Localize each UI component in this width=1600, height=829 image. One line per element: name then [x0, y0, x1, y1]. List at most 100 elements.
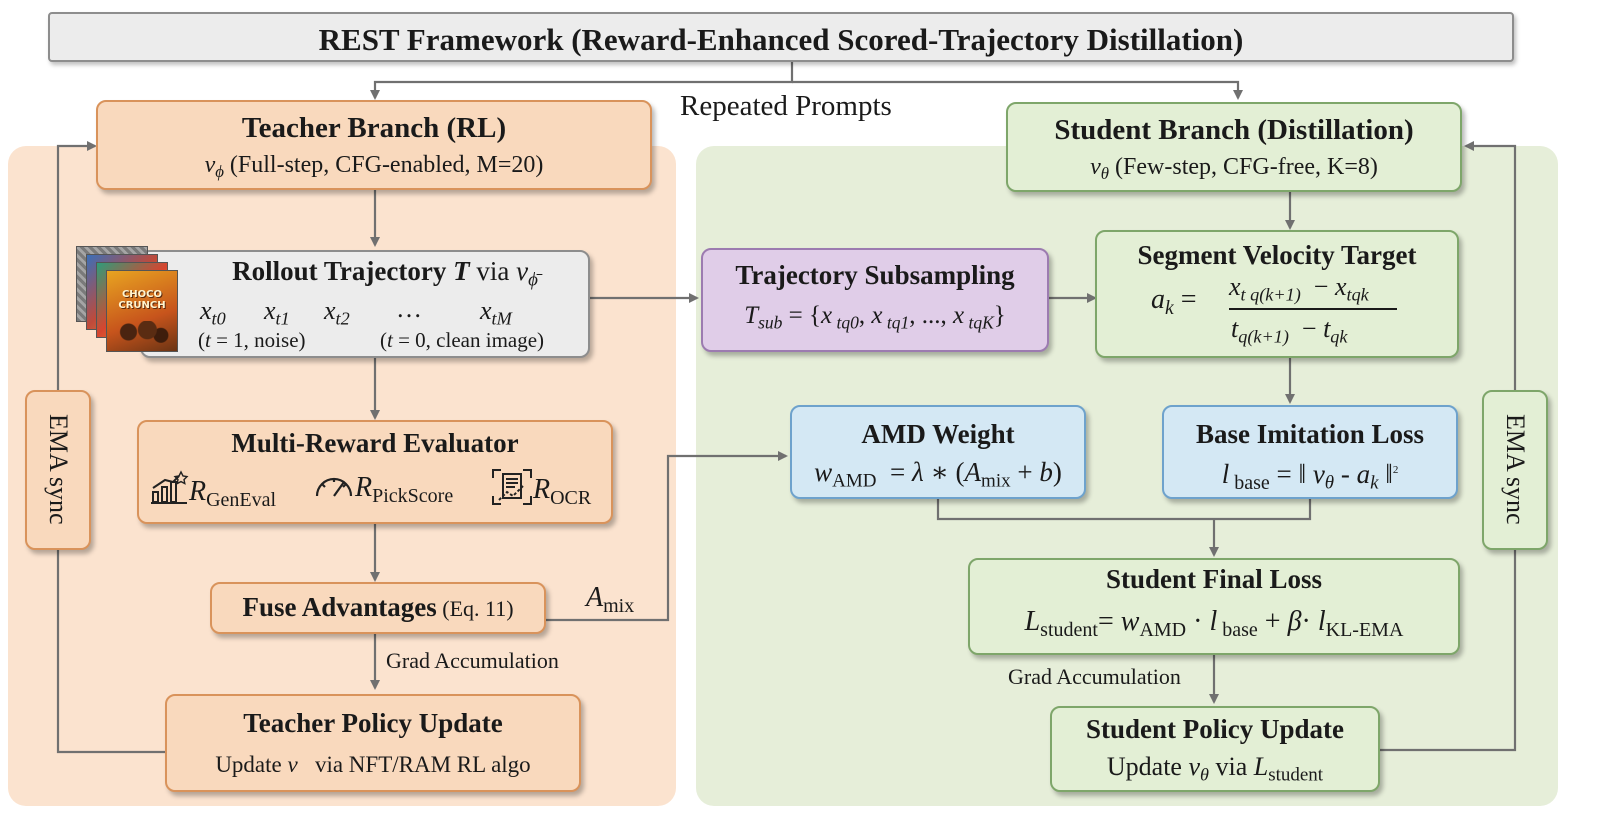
teacher-model-symbol-sub: ϕ [215, 162, 224, 182]
rollout-via: via [469, 256, 517, 286]
scan-document-icon [492, 469, 532, 505]
student-update-via: via [1208, 752, 1254, 781]
x-tm-base: x [480, 296, 492, 325]
noise-note-t: t [205, 328, 211, 352]
student-model-symbol: v [1090, 154, 1101, 180]
student-policy-update-desc: Update vθ via Lstudent [1052, 752, 1378, 787]
r-pickscore-sub: PickScore [372, 485, 454, 507]
teacher-branch-config: (Full-step, CFG-enabled, M=20) [229, 152, 544, 178]
teacher-grad-accumulation: Grad Accumulation [386, 648, 559, 673]
rollout-v-sub: ϕ̄ [528, 269, 538, 291]
clean-note-t: t [387, 328, 393, 352]
beta-symbol: β [1287, 606, 1302, 637]
rollout-trajectory-box: Rollout Trajectory T via vϕ̄ xt0 xt1 xt2… [140, 250, 590, 358]
segment-lhs: ak = [1151, 284, 1197, 320]
bar-chart-star-icon [151, 470, 189, 504]
base-loss-minus: - [1334, 459, 1357, 489]
den-t-a-sub: q(k+1) [1238, 326, 1289, 347]
base-loss-formula: l base = ‖ vθ - ak ‖2 [1164, 459, 1456, 495]
r-geneval-symbol: R [189, 476, 207, 507]
base-a-sub: k [1370, 472, 1379, 494]
clean-image-thumb: CHOCO CRUNCH [106, 270, 178, 352]
segment-eq: = [1173, 284, 1197, 315]
x-tq1-sub: tq1 [882, 312, 910, 333]
amd-weight-title: AMD Weight [861, 419, 1015, 449]
student-update-L: L [1253, 752, 1269, 781]
subsampling-ellipsis: , ..., [909, 302, 953, 329]
fuse-advantages-text: Fuse Advantages (Eq. 11) [212, 592, 544, 623]
student-update-v: v [1188, 752, 1201, 781]
rollout-v: v [516, 256, 529, 286]
l-base-symbol: l [1221, 459, 1230, 489]
teacher-policy-update-box: Teacher Policy Update Update v via NFT/R… [165, 694, 581, 792]
amd-plus: + [1010, 457, 1040, 487]
segment-velocity-target-box: Segment Velocity Target ak = xt q(k+1) −… [1095, 230, 1459, 358]
amd-a-symbol: A [964, 457, 982, 487]
x-t1-base: x [264, 296, 276, 325]
reward-geneval: RGenEval [149, 470, 276, 512]
student-model-symbol-sub: θ [1100, 164, 1110, 184]
x-t1: xt1 [264, 296, 290, 329]
trajectory-subsampling-box: Trajectory Subsampling Tsub = {x tq0, x … [701, 248, 1049, 352]
base-loss-square: 2 [1392, 464, 1399, 476]
subsampling-formula: Tsub = {x tq0, x tq1, ..., x tqK} [744, 302, 1006, 333]
noise-note-text: = 1, noise) [210, 328, 306, 352]
choco-pieces [115, 321, 169, 343]
x-tq0-base: x [821, 302, 833, 329]
rollout-T: T [453, 256, 470, 286]
noise-note-open: ( [198, 328, 205, 352]
repeated-prompts-label: Repeated Prompts [680, 90, 892, 122]
multi-reward-evaluator-box: Multi-Reward Evaluator RGenEval RPickSco… [137, 420, 613, 524]
num-x-a-sub: t q(k+1) [1240, 284, 1301, 305]
num-minus: − [1300, 272, 1335, 301]
fuse-eq-ref: (Eq. 11) [436, 596, 514, 621]
student-update-v-sub: θ [1200, 764, 1209, 785]
l-student-sub: student [1040, 619, 1098, 641]
num-x-a: x [1229, 272, 1241, 301]
w-amd-sub: AMD [832, 470, 877, 492]
a-mix-sub: mix [603, 595, 635, 617]
num-x-b-sub: tqk [1346, 284, 1369, 305]
teacher-branch-title: Teacher Branch (RL) [241, 112, 507, 144]
student-update-L-sub: student [1268, 764, 1324, 786]
teacher-branch-box: Teacher Branch (RL) vϕ (Full-step, CFG-e… [96, 100, 652, 190]
final-dot-1: · [1186, 606, 1210, 637]
x-t0-sub: t0 [211, 308, 226, 329]
r-pickscore-symbol: R [355, 472, 373, 503]
base-loss-eq: = ‖ [1269, 459, 1313, 489]
fuse-advantages-box: Fuse Advantages (Eq. 11) [210, 582, 546, 634]
base-a-symbol: a [1356, 459, 1371, 489]
amd-close: ) [1052, 457, 1062, 487]
a-mix-symbol: A [586, 582, 604, 613]
t-sub-eq: = { [782, 302, 822, 329]
teacher-model-symbol: v [204, 152, 216, 178]
base-imitation-loss-box: Base Imitation Loss l base = ‖ vθ - ak ‖… [1162, 405, 1458, 499]
base-loss-title: Base Imitation Loss [1195, 419, 1425, 449]
x-tq1-base: x [871, 302, 883, 329]
framework-title-box: REST Framework (Reward-Enhanced Scored-T… [48, 12, 1514, 62]
student-ema-sync-box: EMA sync [1482, 390, 1548, 550]
rollout-clean-note: (t = 0, clean image) [380, 328, 544, 353]
final-w-symbol: w [1120, 606, 1140, 637]
fuse-title: Fuse Advantages [242, 592, 437, 622]
framework-title: REST Framework (Reward-Enhanced Scored-T… [318, 22, 1244, 57]
a-k-symbol: a [1151, 284, 1165, 315]
den-t-b-sub: qk [1330, 326, 1348, 347]
student-policy-update-box: Student Policy Update Update vθ via Lstu… [1050, 706, 1380, 792]
student-ema-sync-label: EMA sync [1501, 414, 1530, 525]
clean-note-text: = 0, clean image) [392, 328, 545, 352]
fraction-bar [1229, 308, 1397, 310]
x-tqk-sub: tqK [964, 312, 994, 333]
r-ocr-sub: OCR [550, 487, 592, 509]
choco-crunch-label: CHOCO CRUNCH [118, 289, 166, 311]
reward-pickscore: RPickScore [313, 470, 453, 508]
final-dot-2: · [1301, 606, 1318, 637]
final-loss-eq: = [1097, 606, 1121, 637]
den-minus: − [1288, 314, 1324, 343]
clean-note-open: ( [380, 328, 387, 352]
rollout-title-text: Rollout Trajectory [232, 256, 454, 286]
l-kl-symbol: l [1317, 606, 1326, 637]
student-branch-config: (Few-step, CFG-free, K=8) [1115, 154, 1378, 180]
rollout-noise-note: (t = 1, noise) [198, 328, 306, 353]
amd-a-sub: mix [981, 470, 1011, 492]
